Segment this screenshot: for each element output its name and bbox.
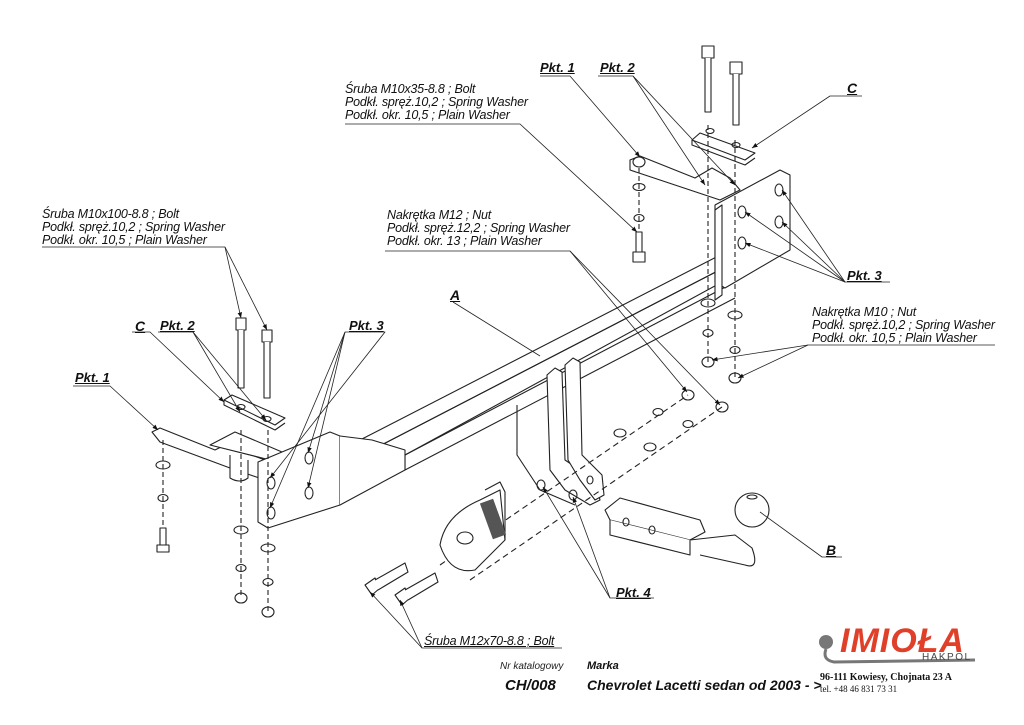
callout-pkt3-right: Pkt. 3 [847, 268, 882, 283]
callout-pkt1-top: Pkt. 1 [540, 60, 575, 75]
company-address: 96-111 Kowiesy, Chojnata 23 A [820, 672, 952, 683]
callout-a: A [450, 287, 461, 303]
label-bolt-m10x35: Śruba M10x35-8.8 ; Bolt Podkł. spręż.10,… [345, 83, 528, 122]
label-bolt-m10x100: Śruba M10x100-8.8 ; Bolt Podkł. spręż.10… [42, 208, 225, 247]
callout-c-top: C [847, 80, 858, 96]
label-line: Śruba M10x100-8.8 ; Bolt [42, 207, 179, 221]
callout-pkt1-left: Pkt. 1 [75, 370, 110, 385]
label-nut-m12: Nakrętka M12 ; Nut Podkł. spręż.12,2 ; S… [387, 209, 570, 248]
ball-mount-bracket [516, 357, 605, 506]
label-line: Śruba M10x35-8.8 ; Bolt [345, 82, 476, 96]
right-long-bolts [701, 45, 743, 126]
catalog-number: CH/008 [505, 677, 556, 694]
label-nut-m10: Nakrętka M10 ; Nut Podkł. spręż.10,2 ; S… [812, 306, 995, 345]
label-line: Podkł. okr. 13 ; Plain Washer [387, 234, 542, 248]
brand-label: Marka [587, 660, 619, 672]
company-logo: IMIOŁA [840, 622, 965, 660]
label-line: Podkł. spręż.12,2 ; Spring Washer [387, 221, 570, 235]
label-line: Podkł. okr. 10,5 ; Plain Washer [42, 233, 207, 247]
m12x70-bolts [364, 562, 439, 606]
callout-c-left: C [135, 318, 146, 334]
label-line: Podkł. okr. 10,5 ; Plain Washer [812, 331, 977, 345]
logo-swoosh [819, 635, 976, 664]
label-line: Podkł. spręż.10,2 ; Spring Washer [42, 220, 225, 234]
socket-plate [439, 481, 507, 572]
left-fasteners [155, 460, 276, 618]
callout-pkt2-top: Pkt. 2 [600, 60, 635, 75]
company-subbrand: HAKPOL [922, 652, 972, 663]
label-line: Nakrętka M12 ; Nut [387, 208, 492, 222]
label-line: Podkł. spręż.10,2 ; Spring Washer [812, 318, 995, 332]
right-clamp-plate-c [691, 127, 756, 166]
label-line: Podkł. okr. 10,5 ; Plain Washer [345, 108, 510, 122]
callout-pkt3-left: Pkt. 3 [349, 318, 384, 333]
company-phone: tel. +48 46 831 73 31 [820, 684, 898, 694]
label-bolt-m12x70: Śruba M12x70-8.8 ; Bolt [424, 634, 555, 648]
leader-lines [42, 75, 995, 649]
right-side-bracket [629, 155, 791, 301]
label-line: Nakrętka M10 ; Nut [812, 305, 917, 319]
callout-pkt2-left: Pkt. 2 [160, 318, 195, 333]
tow-ball-b [604, 492, 770, 567]
left-side-bracket [151, 427, 406, 529]
callout-b: B [826, 542, 837, 558]
catalog-number-label: Nr katalogowy [500, 661, 564, 672]
left-long-bolts [235, 317, 273, 399]
label-line: Podkł. spręż.10,2 ; Spring Washer [345, 95, 528, 109]
vehicle-model: Chevrolet Lacetti sedan od 2003 - > [587, 677, 822, 693]
callout-pkt4: Pkt. 4 [616, 585, 651, 600]
